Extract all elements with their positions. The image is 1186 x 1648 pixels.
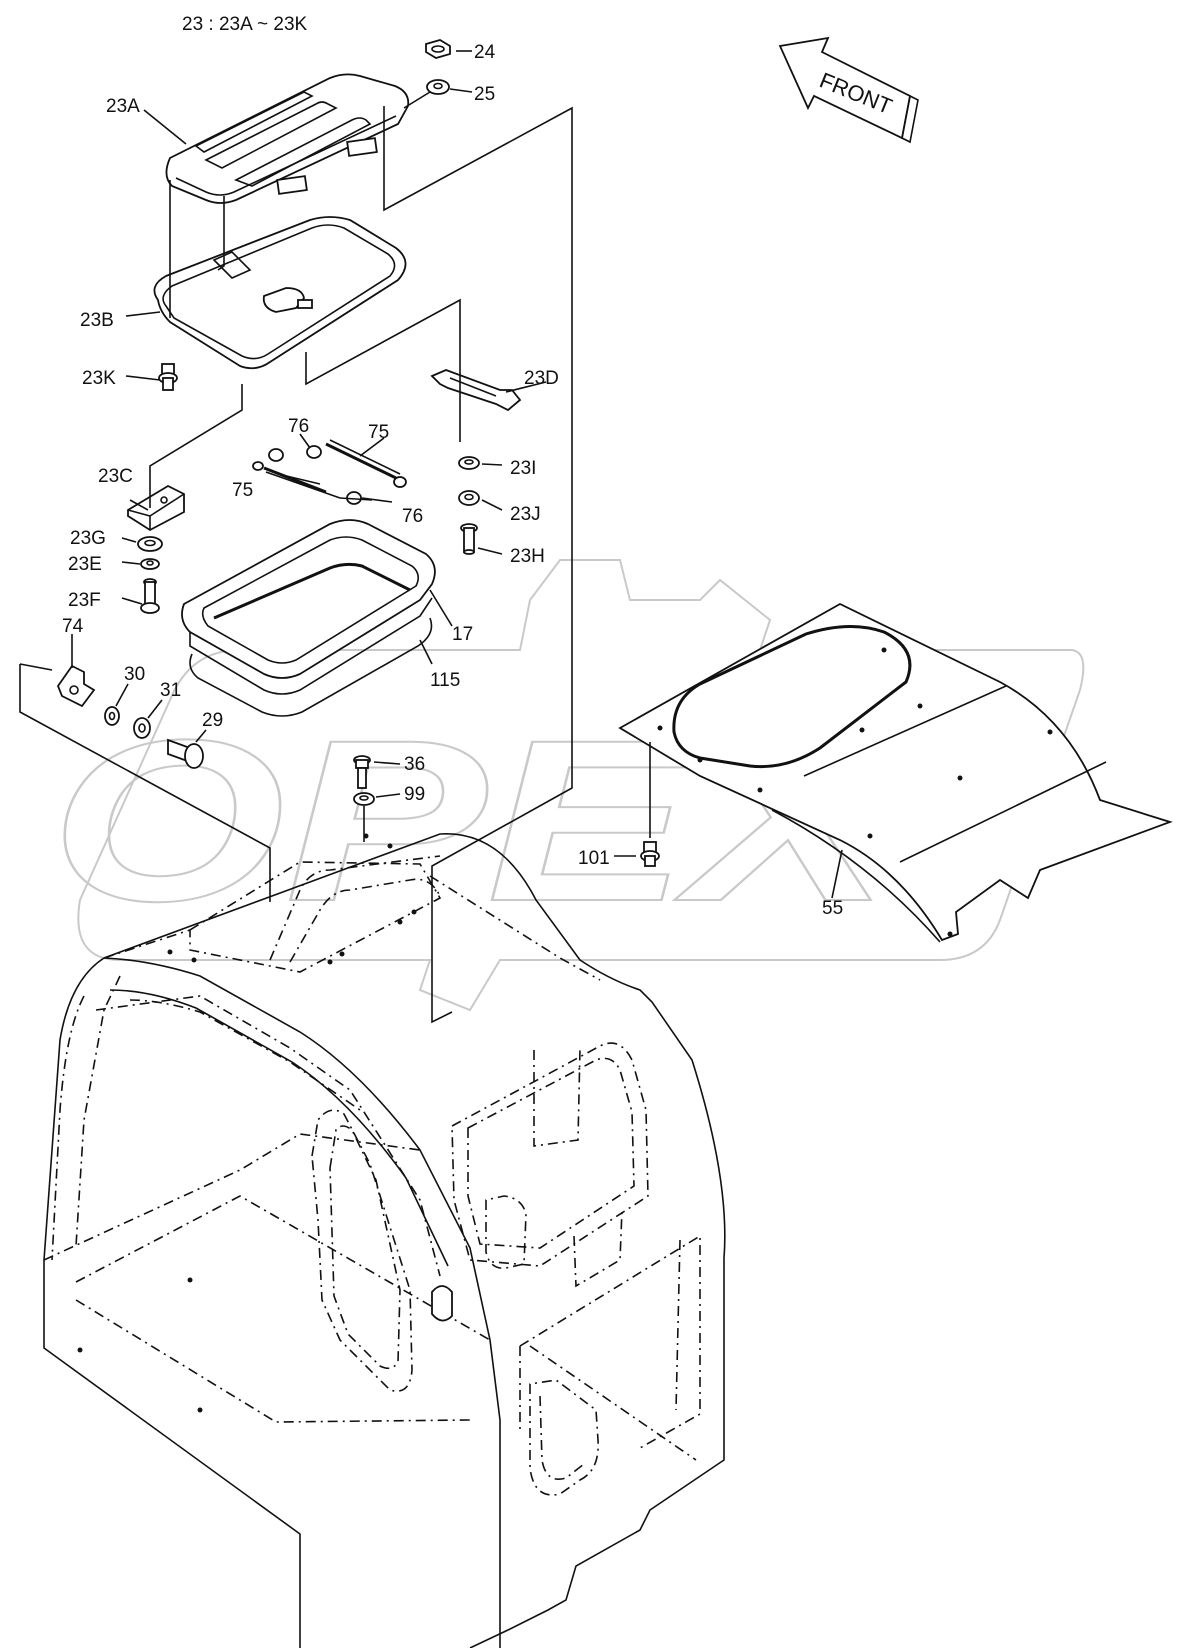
reference-lines [19,50,843,1024]
callout-74: 74 [62,616,84,637]
callout-23K: 23K [82,368,116,389]
front-arrow: FRONT [778,36,919,144]
gas-strut-75-lower [252,461,373,505]
callout-36: 36 [404,754,425,775]
seal-115 [189,562,433,717]
callout-99: 99 [404,784,425,805]
callout-17: 17 [452,624,473,645]
callout-31: 31 [160,680,181,701]
callout-23G: 23G [70,528,106,549]
callout-23A: 23A [106,96,140,117]
callout-23F: 23F [68,590,101,611]
washer-23G [137,536,163,552]
callout-115: 115 [430,670,460,691]
gas-strut-75-upper [268,439,407,488]
callout-23H: 23H [510,546,545,567]
handle-23D [430,369,522,412]
diagram-title: 23 : 23A ~ 23K [182,14,308,35]
frame-17 [181,519,436,695]
cab-body [43,833,726,1648]
washer-23I [458,456,480,470]
bolt-29 [167,738,204,769]
bolt-23F [140,578,160,614]
bolt-36 [353,755,371,789]
callout-25: 25 [474,84,495,105]
washer-23J [458,490,480,506]
plate-23B [153,216,407,370]
washer-99 [353,792,375,806]
bracket-23C [127,484,185,532]
callout-75-upper: 75 [368,422,389,443]
callout-23E: 23E [68,554,102,575]
washer-25 [426,79,450,95]
washer-31 [133,717,151,739]
bolt-23K [158,363,178,391]
callout-76-upper: 76 [288,416,309,437]
callout-23D: 23D [524,368,559,389]
hatch-cover-23A [165,73,410,204]
nut-24 [425,39,451,59]
callout-23I: 23I [510,458,536,479]
callout-101: 101 [578,848,610,869]
bolt-23H [460,523,478,555]
callout-labels: 24 25 23A 23B 23K 23D 23C 76 75 75 76 23… [62,42,843,919]
bracket-74 [56,664,96,708]
callout-75-lower: 75 [232,480,253,501]
callout-23C: 23C [98,466,133,487]
washer-30 [104,706,120,726]
callout-23B: 23B [80,310,114,331]
callout-29: 29 [202,710,223,731]
callout-76-lower: 76 [402,506,423,527]
roof-panel-55 [618,602,1173,943]
callout-24: 24 [474,42,496,63]
bolt-101 [640,841,660,867]
callout-30: 30 [124,664,145,685]
callout-55: 55 [822,898,843,919]
callout-23J: 23J [510,504,541,525]
washer-23E [140,558,160,570]
